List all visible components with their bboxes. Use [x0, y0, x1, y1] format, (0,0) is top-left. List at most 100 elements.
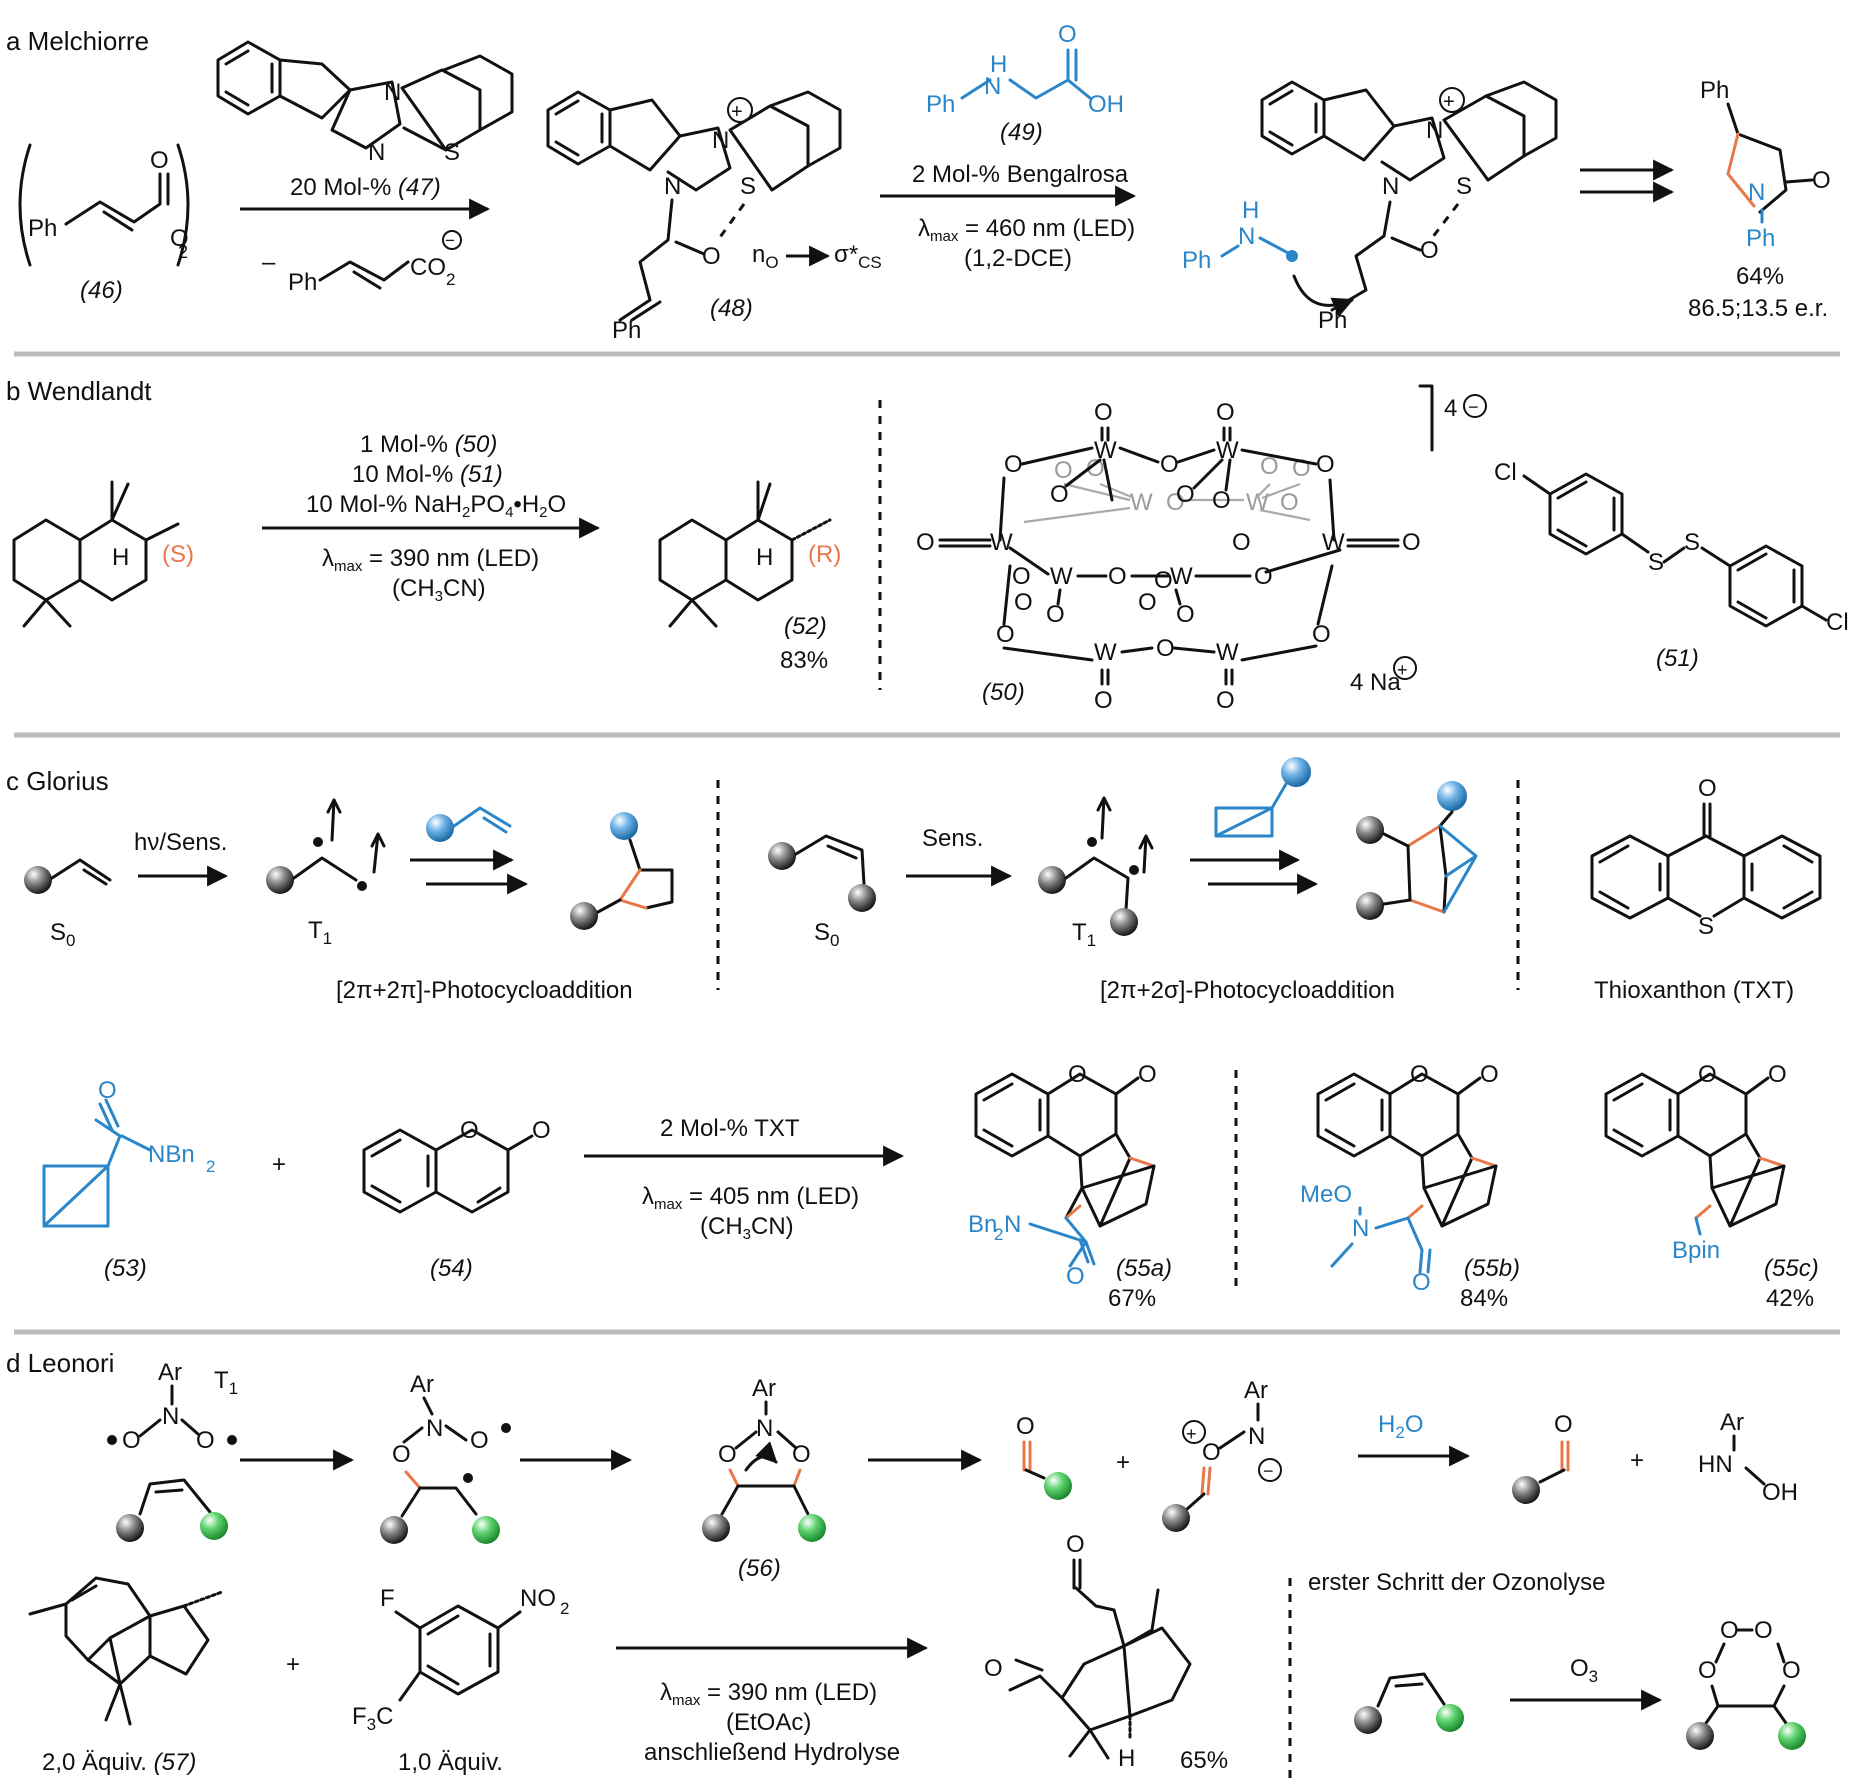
svg-text:O: O	[1068, 1061, 1087, 1088]
product-52-structure: H (R)	[658, 480, 841, 628]
panel-c: S0 hν/Sens. T1 [2π+2π]-Photocycloadditio…	[24, 757, 1822, 1312]
ozonolysis-title: erster Schritt der Ozonolyse	[1308, 1569, 1605, 1596]
step-label-sens: Sens.	[922, 825, 983, 852]
svg-text:−: −	[445, 231, 455, 250]
eq-nitro: 1,0 Äquiv.	[398, 1749, 503, 1776]
svg-text:O: O	[1138, 1061, 1157, 1088]
compound-53-label: (53)	[104, 1255, 147, 1282]
condition-c-2: λmax = 405 nm (LED)	[642, 1183, 859, 1213]
yield-b: 83%	[780, 647, 828, 674]
ozone-label: O3	[1570, 1655, 1598, 1686]
svg-text:O: O	[1108, 563, 1127, 590]
svg-text:O: O	[470, 1427, 489, 1454]
condition-a-2: λmax = 460 nm (LED)	[918, 215, 1135, 245]
compound-50-label: (50)	[982, 679, 1025, 706]
condition-c-3: (CH3CN)	[700, 1213, 794, 1243]
svg-text:O: O	[1260, 453, 1279, 480]
svg-text:O: O	[1312, 621, 1331, 648]
svg-text:Ar: Ar	[158, 1359, 182, 1386]
svg-text:S: S	[740, 173, 756, 200]
svg-text:O: O	[1156, 635, 1175, 662]
svg-text:O: O	[98, 1077, 117, 1104]
panel-a-title: a Melchiorre	[6, 26, 149, 56]
yield-55b: 84%	[1460, 1285, 1508, 1312]
acylazolium-48-structure: N + N S O Ph	[546, 90, 842, 344]
svg-text:+: +	[1443, 91, 1455, 113]
pom-charge: 4	[1444, 395, 1457, 422]
svg-text:O: O	[1232, 529, 1251, 556]
svg-text:O: O	[1176, 481, 1195, 508]
svg-text:O: O	[1054, 457, 1073, 484]
svg-text:O: O	[532, 1117, 551, 1144]
svg-text:(S): (S)	[162, 541, 194, 568]
bicyclobutane-partner	[1214, 757, 1311, 838]
svg-text:O: O	[1402, 529, 1421, 556]
orbital-interaction: nO	[752, 241, 779, 272]
svg-text:OH: OH	[1762, 1479, 1798, 1506]
svg-text:F3C: F3C	[352, 1703, 393, 1734]
svg-text:O: O	[1316, 451, 1335, 478]
svg-text:Ph: Ph	[926, 91, 955, 118]
svg-text:Bn: Bn	[968, 1211, 997, 1238]
svg-text:Ar: Ar	[1244, 1377, 1268, 1404]
condition-b-2: 10 Mol-% (51)	[352, 461, 503, 488]
cis-alkene	[768, 834, 876, 912]
svg-text:O: O	[122, 1427, 141, 1454]
svg-text:O: O	[1254, 563, 1273, 590]
bicyclo-product	[1356, 781, 1478, 920]
panel-b-title: b Wendlandt	[6, 376, 152, 406]
svg-text:O: O	[702, 243, 721, 270]
svg-text:2: 2	[206, 1157, 215, 1176]
panel-b: H (S) 1 Mol-% (50) 10 Mol-% (51) 10 Mol-…	[12, 384, 1849, 714]
svg-text:O: O	[1154, 567, 1173, 594]
catalyst-loading-a: 20 Mol-% (47)	[290, 174, 441, 201]
svg-text:S: S	[1456, 173, 1472, 200]
triplet-nitroarene: Ar N O O T1	[107, 1359, 238, 1542]
svg-text:O: O	[1176, 601, 1195, 628]
svg-text:Ph: Ph	[288, 269, 317, 296]
svg-text:W: W	[1094, 639, 1117, 666]
svg-text:NO: NO	[520, 1585, 556, 1612]
svg-text:O: O	[1412, 1269, 1431, 1296]
cyclobutane-product	[570, 812, 674, 930]
yield-55a: 67%	[1108, 1285, 1156, 1312]
svg-text:NBn: NBn	[148, 1141, 195, 1168]
svg-text:OH: OH	[1088, 91, 1124, 118]
condition-c-1: 2 Mol-% TXT	[660, 1115, 800, 1142]
svg-text:H: H	[112, 544, 129, 571]
compound-55a-label: (55a)	[1116, 1255, 1172, 1282]
compound-49-label: (49)	[1000, 119, 1043, 146]
hydroxylamine-product: Ar HN OH	[1698, 1409, 1798, 1506]
carbonyl-oxide-fragment: Ar N − O +	[1162, 1377, 1282, 1532]
svg-text:O: O	[1094, 687, 1113, 714]
counter-ion: 4 Na	[1350, 669, 1401, 696]
substrate-s-structure: H (S)	[12, 480, 194, 628]
condition-d-2: (EtOAc)	[726, 1709, 811, 1736]
compound-46-label: (46)	[80, 277, 123, 304]
t1-label-left: T1	[308, 917, 332, 948]
svg-text:Ph: Ph	[1700, 77, 1729, 104]
svg-text:H: H	[990, 51, 1007, 78]
svg-text:N: N	[712, 127, 729, 154]
svg-text:O: O	[1202, 1439, 1221, 1466]
svg-text:HN: HN	[1698, 1451, 1733, 1478]
thioxanthone-structure: O S	[1590, 775, 1822, 940]
biradical-adduct: Ar N O O	[380, 1371, 511, 1544]
svg-text:N: N	[384, 79, 401, 106]
svg-text:O: O	[1046, 601, 1065, 628]
amine-49-structure: Ph H N O OH	[926, 21, 1124, 118]
condition-b-4: λmax = 390 nm (LED)	[322, 545, 539, 575]
anhydride-46: Ph O O 2 (46)	[18, 143, 190, 304]
plus-d-3: +	[286, 1651, 300, 1678]
svg-text:O: O	[392, 1441, 411, 1468]
svg-text:2: 2	[994, 1225, 1003, 1244]
svg-text:Ar: Ar	[1720, 1409, 1744, 1436]
compound-52-label: (52)	[784, 613, 827, 640]
svg-text:Ph: Ph	[612, 317, 641, 344]
svg-text:O: O	[150, 147, 169, 174]
txt-name: Thioxanthon (TXT)	[1594, 977, 1794, 1004]
svg-text:W: W	[1216, 437, 1239, 464]
svg-text:Bpin: Bpin	[1672, 1237, 1720, 1264]
